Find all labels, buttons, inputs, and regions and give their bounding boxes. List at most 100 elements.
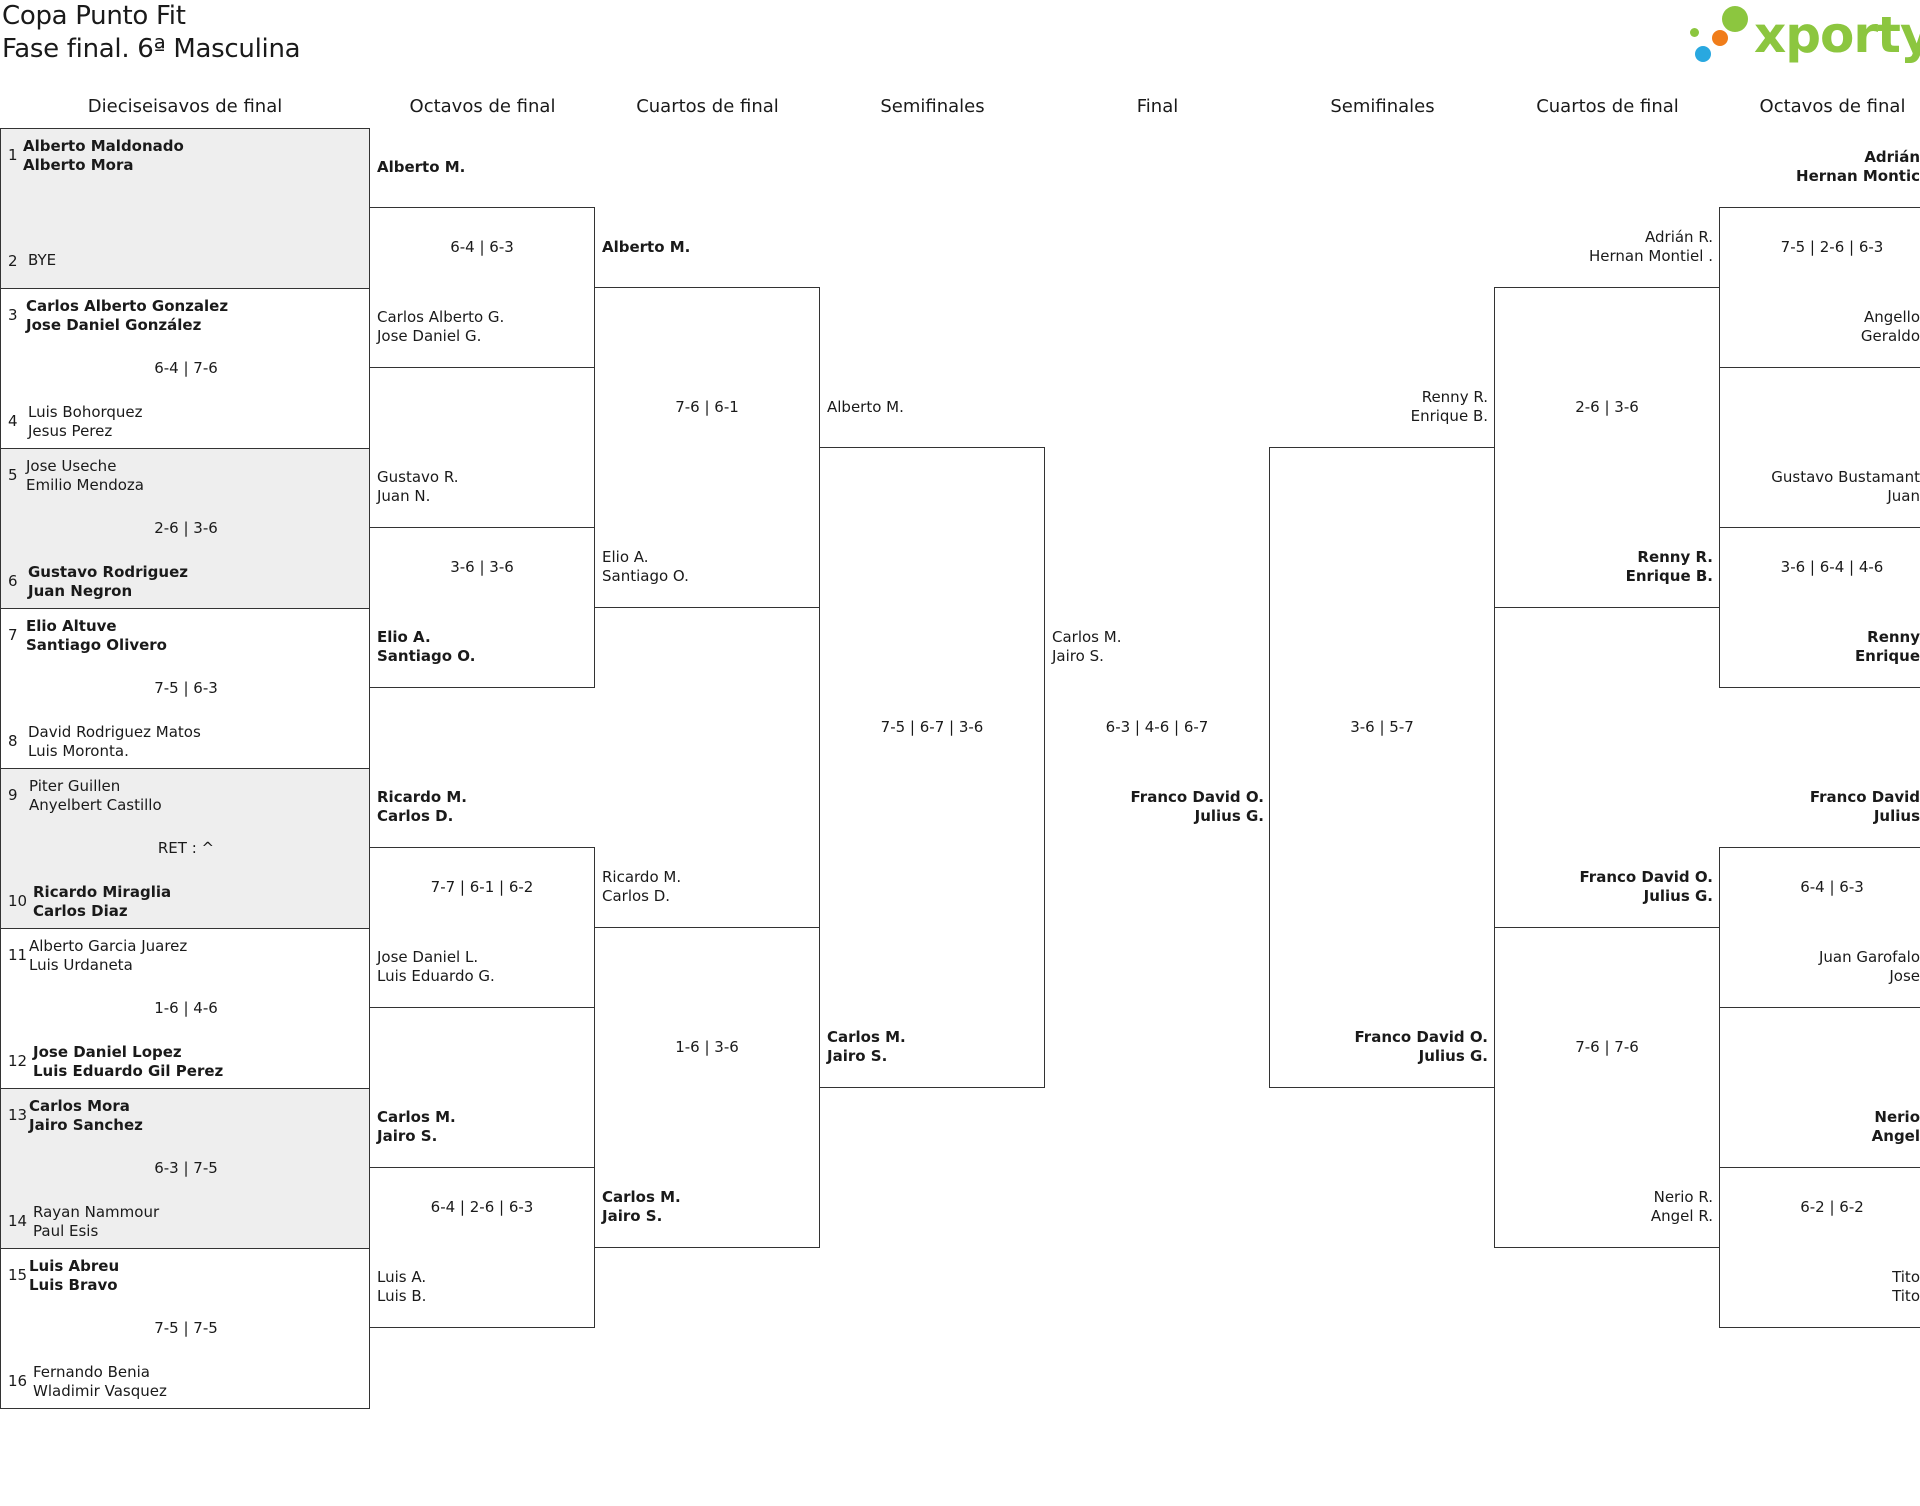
r32-score: 6-4 | 7-6 bbox=[154, 359, 218, 377]
tournament-subtitle: Fase final. 6ª Masculina bbox=[2, 34, 301, 64]
r16-right-match-1[interactable] bbox=[1719, 207, 1920, 368]
r16-left-1-team-b: Carlos Alberto G.Jose Daniel G. bbox=[377, 308, 505, 345]
r16-right-3-score: 6-4 | 6-3 bbox=[1800, 878, 1864, 896]
sf-left-match[interactable] bbox=[819, 447, 1045, 1088]
r32-score: 7-5 | 7-5 bbox=[154, 1319, 218, 1337]
qf-left-2-team-b: Carlos M.Jairo S. bbox=[602, 1188, 681, 1225]
seed-number: 15 bbox=[8, 1266, 28, 1284]
qf-left-1-team-b: Elio A.Santiago O. bbox=[602, 548, 689, 585]
sf-right-match[interactable] bbox=[1269, 447, 1495, 1088]
seed-number: 9 bbox=[8, 786, 18, 804]
final-score: 6-3 | 4-6 | 6-7 bbox=[1105, 718, 1209, 736]
sf-left-score: 7-5 | 6-7 | 3-6 bbox=[880, 718, 984, 736]
r16-right-match-3[interactable] bbox=[1719, 847, 1920, 1008]
seed-number: 6 bbox=[8, 572, 18, 590]
r32-score: RET : ^ bbox=[157, 839, 215, 857]
sf-right-team-a: Renny R.Enrique B. bbox=[1410, 388, 1488, 425]
r16-left-match-2[interactable] bbox=[369, 527, 595, 688]
qf-right-2-team-a: Franco David O.Julius G. bbox=[1579, 868, 1713, 905]
seed-number: 12 bbox=[8, 1052, 28, 1070]
xporty-logo: xporty bbox=[1690, 4, 1920, 70]
round-header-sf-right: Semifinales bbox=[1330, 96, 1435, 117]
r16-left-3-score: 7-7 | 6-1 | 6-2 bbox=[430, 878, 534, 896]
r16-left-2-team-b: Elio A.Santiago O. bbox=[377, 628, 476, 665]
qf-left-2-score: 1-6 | 3-6 bbox=[675, 1038, 739, 1056]
round-header-r16-right: Octavos de final bbox=[1759, 96, 1906, 117]
r16-right-match-4[interactable] bbox=[1719, 1167, 1920, 1328]
r32-team-b: BYE bbox=[28, 251, 57, 269]
sf-left-team-b: Carlos M.Jairo S. bbox=[827, 1028, 906, 1065]
seed-number: 14 bbox=[8, 1212, 28, 1230]
round-header-qf-left: Cuartos de final bbox=[636, 96, 779, 117]
r16-left-4-team-a: Carlos M.Jairo S. bbox=[377, 1108, 456, 1145]
seed-number: 5 bbox=[8, 466, 18, 484]
seed-number: 13 bbox=[8, 1106, 28, 1124]
qf-left-2-team-a: Ricardo M.Carlos D. bbox=[602, 868, 682, 905]
seed-number: 8 bbox=[8, 732, 18, 750]
r32-score: 7-5 | 6-3 bbox=[154, 679, 218, 697]
r16-left-2-team-a: Gustavo R.Juan N. bbox=[377, 468, 459, 505]
tournament-title: Copa Punto Fit bbox=[2, 1, 186, 31]
r16-left-2-score: 3-6 | 3-6 bbox=[450, 558, 514, 576]
logo-text: xporty bbox=[1754, 6, 1920, 64]
round-header-qf-right: Cuartos de final bbox=[1536, 96, 1679, 117]
seed-number: 11 bbox=[8, 946, 28, 964]
round-header-sf-left: Semifinales bbox=[880, 96, 985, 117]
sf-left-team-a: Alberto M. bbox=[827, 398, 904, 416]
qf-left-match-1[interactable] bbox=[594, 287, 820, 608]
qf-right-1-score: 2-6 | 3-6 bbox=[1575, 398, 1639, 416]
seed-number: 2 bbox=[8, 252, 18, 270]
final-team-a: Carlos M.Jairo S. bbox=[1052, 628, 1122, 665]
qf-right-match-1[interactable] bbox=[1494, 287, 1720, 608]
round-header-final: Final bbox=[1136, 96, 1179, 117]
seed-number: 10 bbox=[8, 892, 28, 910]
qf-left-1-score: 7-6 | 6-1 bbox=[675, 398, 739, 416]
qf-right-match-2[interactable] bbox=[1494, 927, 1720, 1248]
r16-left-3-team-b: Jose Daniel L.Luis Eduardo G. bbox=[377, 948, 495, 985]
r16-left-match-1[interactable] bbox=[369, 207, 595, 368]
r16-left-4-score: 6-4 | 2-6 | 6-3 bbox=[430, 1198, 534, 1216]
r32-score: 6-3 | 7-5 bbox=[154, 1159, 218, 1177]
qf-left-1-team-a: Alberto M. bbox=[602, 238, 691, 256]
logo-dot-green-icon bbox=[1722, 6, 1748, 32]
seed-number: 1 bbox=[8, 146, 18, 164]
r16-right-4-score: 6-2 | 6-2 bbox=[1800, 1198, 1864, 1216]
round-header-r32: Dieciseisavos de final bbox=[87, 96, 283, 117]
qf-right-2-team-b: Nerio R.Angel R. bbox=[1650, 1188, 1713, 1225]
logo-dot-blue-icon bbox=[1695, 46, 1711, 62]
round-header-r16-left: Octavos de final bbox=[409, 96, 556, 117]
r16-left-match-3[interactable] bbox=[369, 847, 595, 1008]
sf-right-team-b: Franco David O.Julius G. bbox=[1354, 1028, 1488, 1065]
r16-left-4-team-b: Luis A.Luis B. bbox=[377, 1268, 427, 1305]
qf-right-2-score: 7-6 | 7-6 bbox=[1575, 1038, 1639, 1056]
r16-right-match-2[interactable] bbox=[1719, 527, 1920, 688]
